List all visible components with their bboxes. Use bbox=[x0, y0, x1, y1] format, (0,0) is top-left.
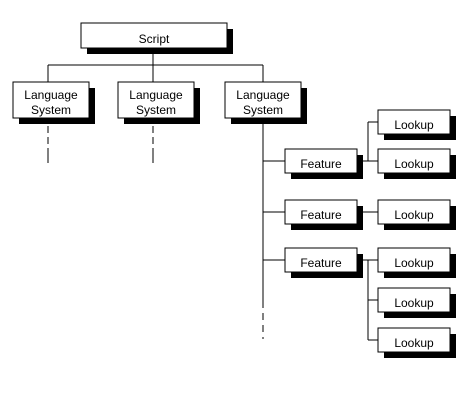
language-system-1-line2: System bbox=[31, 103, 71, 117]
script-label: Script bbox=[139, 32, 170, 46]
lookup-node-1: Lookup bbox=[377, 109, 456, 140]
lookup-5-label: Lookup bbox=[394, 296, 434, 310]
feature-node-1: Feature bbox=[284, 148, 363, 179]
lookup-2-label: Lookup bbox=[394, 157, 434, 171]
language-system-3-line1: Language bbox=[236, 88, 290, 102]
language-system-2-line1: Language bbox=[129, 88, 183, 102]
feature-node-2: Feature bbox=[284, 199, 363, 230]
language-system-node-3: Language System bbox=[224, 81, 307, 124]
language-system-1-line1: Language bbox=[24, 88, 78, 102]
lookup-4-label: Lookup bbox=[394, 256, 434, 270]
lookup-node-4: Lookup bbox=[377, 247, 456, 278]
connector-lines bbox=[47, 48, 378, 341]
lookup-node-6: Lookup bbox=[377, 327, 456, 358]
script-node: Script bbox=[80, 22, 233, 54]
lookup-1-label: Lookup bbox=[394, 118, 434, 132]
feature-3-label: Feature bbox=[300, 256, 342, 270]
feature-1-label: Feature bbox=[300, 157, 342, 171]
language-system-node-1: Language System bbox=[12, 81, 95, 124]
lookup-node-5: Lookup bbox=[377, 287, 456, 318]
language-system-node-2: Language System bbox=[117, 81, 200, 124]
language-system-2-line2: System bbox=[136, 103, 176, 117]
lookup-node-3: Lookup bbox=[377, 199, 456, 230]
lookup-6-label: Lookup bbox=[394, 336, 434, 350]
language-system-3-line2: System bbox=[243, 103, 283, 117]
feature-2-label: Feature bbox=[300, 208, 342, 222]
lookup-node-2: Lookup bbox=[377, 148, 456, 179]
lookup-3-label: Lookup bbox=[394, 208, 434, 222]
feature-node-3: Feature bbox=[284, 247, 363, 278]
